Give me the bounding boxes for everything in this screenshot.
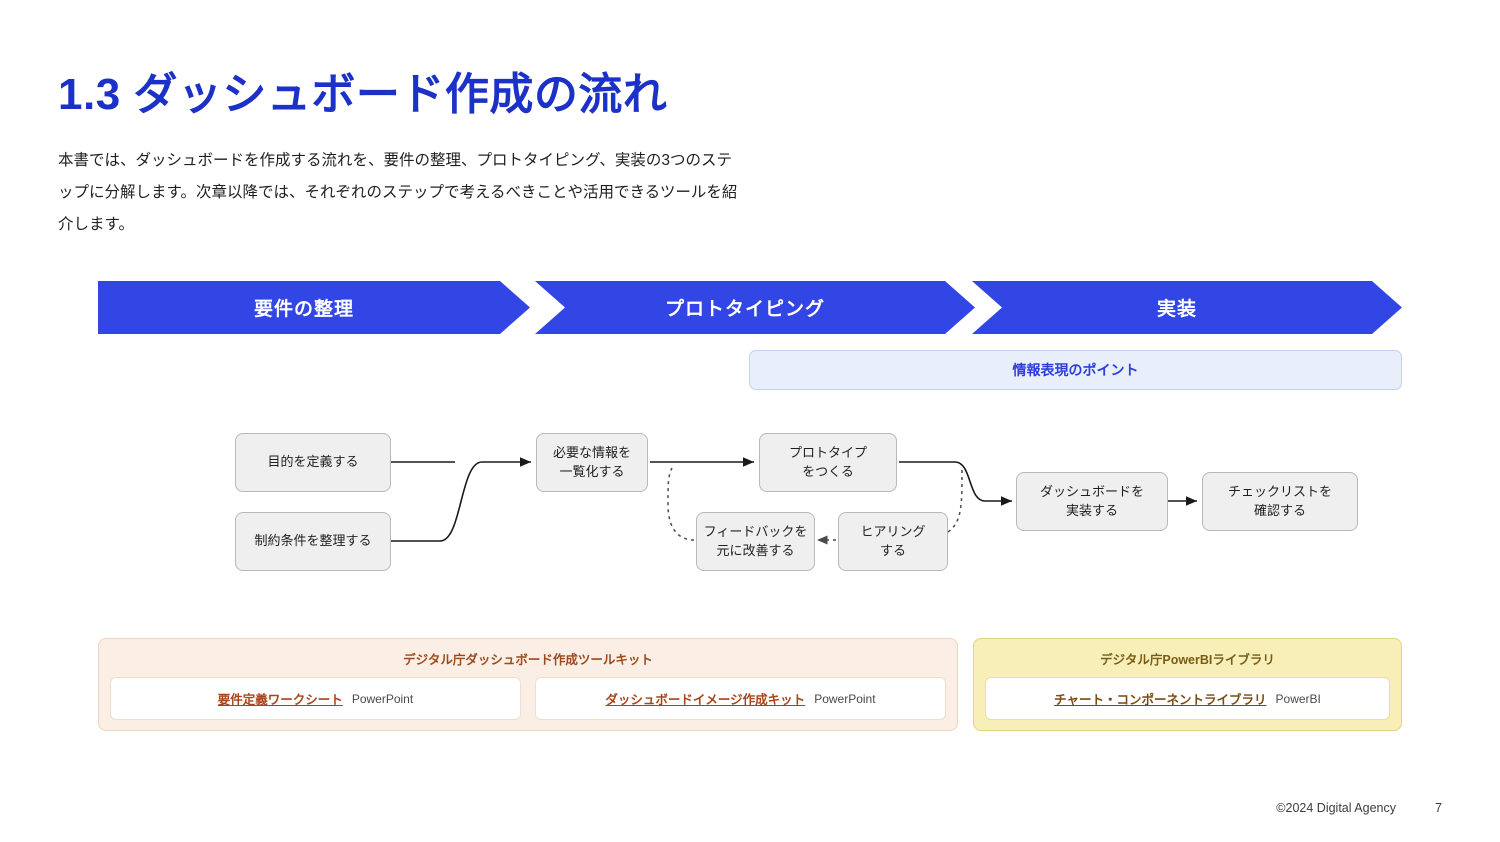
flow-node-organize-constraints[interactable]: 制約条件を整理する — [235, 512, 391, 571]
flow-node-improve-feedback-line1: フィードバックを — [703, 523, 808, 539]
resource-panel-toolkit-title: デジタル庁ダッシュボード作成ツールキット — [403, 653, 653, 667]
phase-chevron-implementation[interactable]: 実装 — [972, 281, 1402, 334]
phase-chevron-requirements[interactable]: 要件の整理 — [98, 281, 530, 334]
resource-panel-toolkit: デジタル庁ダッシュボード作成ツールキット 要件定義ワークシート PowerPoi… — [98, 638, 958, 731]
flow-node-improve-feedback[interactable]: フィードバックを 元に改善する — [696, 512, 815, 571]
resource-link-requirements-worksheet[interactable]: 要件定義ワークシート — [217, 693, 343, 707]
resource-card-row-powerbi: チャート・コンポーネントライブラリ PowerBI — [985, 677, 1390, 720]
flow-node-define-purpose-label: 目的を定義する — [267, 454, 359, 470]
flow-node-implement-dashboard[interactable]: ダッシュボードを 実装する — [1016, 472, 1168, 531]
info-bar-presentation-points[interactable]: 情報表現のポイント — [749, 350, 1402, 390]
flow-node-list-information-line1: 必要な情報を — [552, 444, 631, 460]
resource-link-chart-component-library[interactable]: チャート・コンポーネントライブラリ — [1054, 693, 1267, 707]
phase-label-implementation: 実装 — [1156, 299, 1197, 320]
flow-node-list-information[interactable]: 必要な情報を 一覧化する — [536, 433, 648, 492]
phase-chevron-prototyping[interactable]: プロトタイピング — [535, 281, 975, 334]
flow-node-improve-feedback-line2: 元に改善する — [716, 542, 795, 558]
flow-node-make-prototype-line2: をつくる — [802, 463, 854, 479]
flow-node-list-information-line2: 一覧化する — [559, 463, 625, 479]
resource-tag-requirements-worksheet: PowerPoint — [351, 691, 414, 706]
phase-label-requirements: 要件の整理 — [253, 299, 354, 320]
info-bar-label: 情報表現のポイント — [1012, 362, 1139, 378]
flow-node-implement-dashboard-label: ダッシュボードを 実装する — [1040, 483, 1144, 521]
footer-copyright: ©2024 Digital Agency — [1276, 801, 1396, 815]
flow-node-organize-constraints-label: 制約条件を整理する — [254, 533, 372, 549]
flow-node-hearing[interactable]: ヒアリング する — [838, 512, 948, 571]
flow-node-list-information-label: 必要な情報を 一覧化する — [553, 444, 631, 482]
resource-card-chart-component-library[interactable]: チャート・コンポーネントライブラリ PowerBI — [985, 677, 1390, 720]
flow-node-make-prototype[interactable]: プロトタイプ をつくる — [759, 433, 897, 492]
flow-node-check-checklist-label: チェックリストを 確認する — [1228, 483, 1332, 521]
flow-node-improve-feedback-label: フィードバックを 元に改善する — [704, 523, 808, 561]
flow-node-hearing-line2: する — [879, 542, 906, 558]
flow-node-hearing-label: ヒアリング する — [860, 523, 925, 561]
flow-node-define-purpose[interactable]: 目的を定義する — [235, 433, 391, 492]
resource-link-dashboard-image-kit[interactable]: ダッシュボードイメージ作成キット — [605, 693, 806, 707]
phase-chevron-band: 要件の整理 プロトタイピング 実装 — [98, 281, 1402, 334]
page-title: 1.3 ダッシュボード作成の流れ — [58, 70, 668, 119]
flow-node-check-checklist-line2: 確認する — [1253, 502, 1306, 518]
intro-paragraph: 本書では、ダッシュボードを作成する流れを、要件の整理、プロトタイピング、実装の3… — [58, 152, 738, 233]
footer-page-number: 7 — [1435, 801, 1442, 815]
phase-label-prototyping: プロトタイピング — [664, 299, 825, 320]
flow-node-implement-dashboard-line2: 実装する — [1065, 502, 1118, 518]
flow-node-make-prototype-line1: プロトタイプ — [788, 444, 867, 460]
flow-node-make-prototype-label: プロトタイプ をつくる — [789, 444, 867, 482]
resource-card-dashboard-image-kit[interactable]: ダッシュボードイメージ作成キット PowerPoint — [535, 677, 946, 720]
flow-node-implement-dashboard-line1: ダッシュボードを — [1039, 483, 1144, 499]
flow-node-check-checklist-line1: チェックリストを — [1227, 483, 1332, 499]
resource-card-row-toolkit: 要件定義ワークシート PowerPoint ダッシュボードイメージ作成キット P… — [110, 677, 946, 720]
resource-panel-powerbi-library: デジタル庁PowerBIライブラリ チャート・コンポーネントライブラリ Powe… — [973, 638, 1402, 731]
flow-node-hearing-line1: ヒアリング — [860, 523, 926, 539]
resource-panel-powerbi-library-title: デジタル庁PowerBIライブラリ — [1100, 653, 1275, 667]
flow-node-check-checklist[interactable]: チェックリストを 確認する — [1202, 472, 1358, 531]
resource-tag-dashboard-image-kit: PowerPoint — [814, 691, 876, 706]
resource-tag-chart-component-library: PowerBI — [1275, 691, 1321, 706]
resource-card-requirements-worksheet[interactable]: 要件定義ワークシート PowerPoint — [110, 677, 521, 720]
